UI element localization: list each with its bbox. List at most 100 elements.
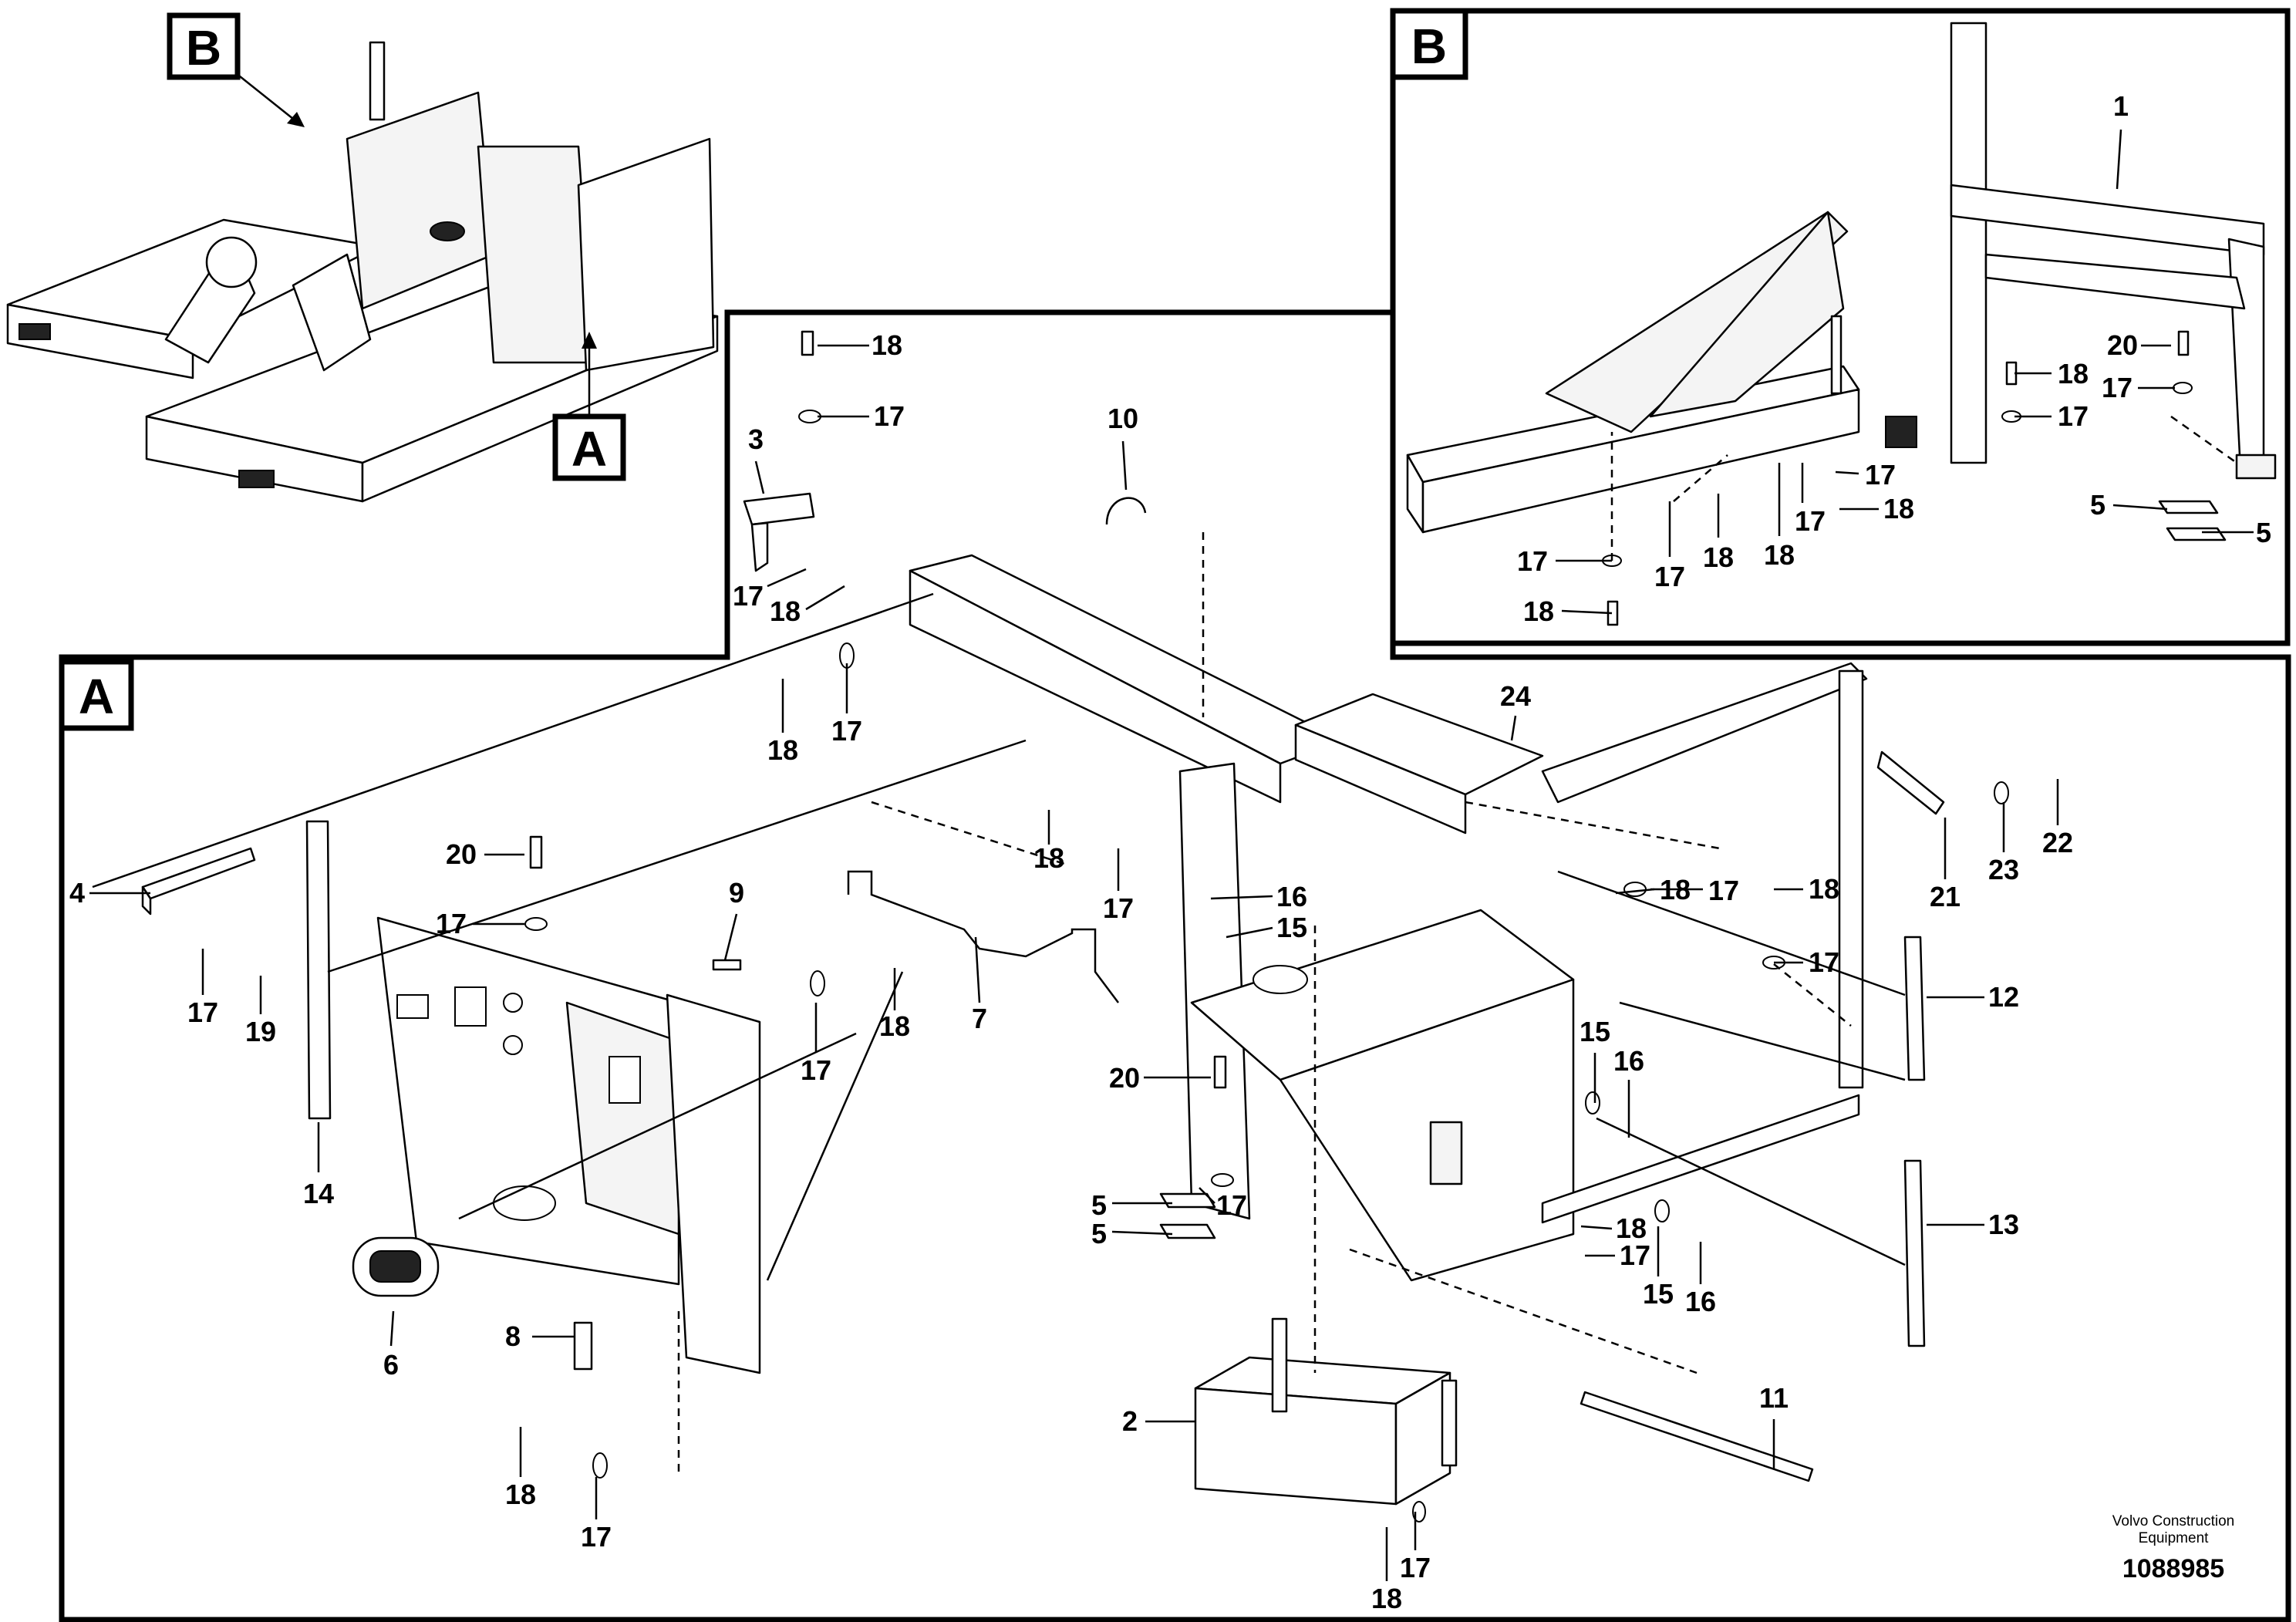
callout-number: 17 [1103, 892, 1134, 924]
callout-c-a-10: 10 [1108, 403, 1138, 491]
callout-number: 20 [446, 838, 477, 870]
callout-number: 9 [729, 877, 744, 909]
callout-c-a-22: 22 [2042, 779, 2073, 858]
callout-c-a-17f: 17 [187, 949, 218, 1028]
view-tag-b-detail [1390, 8, 1468, 80]
view-tag-b-detail-label: B [1411, 19, 1447, 74]
callout-number: 17 [187, 996, 218, 1028]
callout-c-a-16a: 16 [1210, 881, 1307, 912]
callout-number: 17 [1400, 1552, 1431, 1583]
part-2-flange-left [1271, 1317, 1288, 1413]
dashed-line-5 [1349, 1248, 1698, 1374]
washer-23 [1994, 781, 2009, 804]
callout-number: 19 [245, 1016, 276, 1047]
bolt-20-b [2177, 330, 2190, 356]
callout-c-a-14: 14 [303, 1122, 334, 1209]
callout-c-a-23: 23 [1988, 802, 2019, 885]
callout-c-b-18e: 18 [1523, 595, 1613, 627]
callout-number: 18 [1033, 842, 1064, 874]
callout-number: 1 [2113, 90, 2129, 122]
callout-c-a-18b: 18 [770, 585, 845, 627]
callout-c-a-17l: 17 [581, 1477, 612, 1553]
washer-15 [1654, 1199, 1670, 1222]
callout-number: 15 [1276, 912, 1307, 943]
part-1-post [1950, 22, 1988, 464]
plate-hole-1 [503, 993, 523, 1013]
callout-c-b-17e: 17 [1654, 501, 1685, 592]
main-frame-cutout [1253, 965, 1308, 994]
callout-c-a-18c: 18 [767, 679, 798, 766]
callout-c-a-17e: 17 [436, 908, 524, 939]
console-ramp [1545, 211, 1849, 433]
part-12-strip [1903, 936, 1926, 1081]
callout-number: 23 [1988, 854, 2019, 885]
assembly-line-4 [766, 971, 904, 1281]
main-frame-left-post [1178, 762, 1251, 1220]
leader-line [1510, 715, 1517, 741]
bolt-20-a [529, 835, 543, 869]
assembly-line-7 [1557, 870, 1906, 996]
callout-number: 17 [1517, 545, 1548, 577]
assembly-line-2 [327, 739, 1027, 973]
plate-cutout-2 [454, 986, 487, 1027]
callout-number: 5 [2256, 517, 2271, 548]
callout-c-a-18h: 18 [1580, 1212, 1647, 1244]
main-frame-panel [1279, 978, 1575, 1282]
callout-c-a-5a: 5 [1091, 1189, 1172, 1221]
assembly-line-1 [92, 592, 934, 889]
part-9-pin [712, 959, 742, 971]
callout-number: 16 [1276, 881, 1307, 912]
callout-c-a-18a: 18 [818, 329, 902, 361]
callout-c-b-5a: 5 [2090, 489, 2168, 521]
callout-c-a-7: 7 [972, 936, 987, 1034]
washer-17-a5 [592, 1452, 608, 1479]
credit-company-line1: Volvo Construction [2112, 1513, 2234, 1529]
washer-17-b2 [2173, 382, 2193, 394]
callout-number: 5 [1091, 1218, 1107, 1249]
callout-c-b-18d: 18 [1703, 494, 1734, 573]
callout-number: 5 [2090, 489, 2106, 521]
callout-number: 20 [1109, 1062, 1140, 1094]
callout-number: 12 [1988, 981, 2019, 1013]
callout-number: 18 [879, 1010, 910, 1042]
callout-number: 18 [505, 1479, 536, 1510]
part-1-foot [2235, 454, 2277, 480]
callout-c-a-18e: 18 [879, 968, 910, 1042]
part-7-wire [847, 870, 1119, 1003]
callout-c-b-20: 20 [2107, 329, 2171, 361]
washer-15-b [1585, 1091, 1600, 1114]
callout-number: 17 [2102, 372, 2132, 403]
callout-number: 7 [972, 1003, 987, 1034]
view-b-pointer-line [235, 73, 298, 123]
view-tag-b-overview: B [167, 12, 241, 80]
callout-c-a-17h: 17 [1199, 1187, 1247, 1221]
callout-c-a-15c: 15 [1643, 1226, 1674, 1310]
washer-17-a4 [810, 970, 825, 996]
leader-line [767, 568, 807, 588]
washer-17-a3 [524, 917, 548, 931]
callout-c-a-17b: 17 [733, 568, 807, 612]
callout-number: 18 [1616, 1212, 1647, 1244]
part-11-strip [1580, 1391, 1814, 1482]
callout-c-a-20a: 20 [446, 838, 524, 870]
callout-number: 18 [1371, 1583, 1402, 1614]
detail-view-b: B [1390, 8, 2291, 646]
callout-number: 18 [2058, 358, 2089, 389]
console-front [1421, 388, 1860, 534]
callout-c-a-24: 24 [1500, 680, 1531, 741]
part-1-beam [1950, 184, 2265, 256]
part-3-tab [750, 521, 769, 572]
main-frame-right-post [1838, 669, 1864, 1089]
callout-number: 17 [1809, 946, 1839, 978]
callout-number: 2 [1122, 1405, 1138, 1437]
plate-oval-opening [493, 1185, 556, 1221]
callout-c-b-17b: 17 [2014, 400, 2089, 432]
callout-c-b-1: 1 [2113, 90, 2129, 190]
callout-c-a-15b: 15 [1580, 1016, 1610, 1103]
main-frame-bottom-rail [1541, 1094, 1860, 1224]
leader-line [974, 936, 981, 1003]
view-a-arrowhead [582, 332, 597, 349]
callout-c-a-18d: 18 [1033, 810, 1064, 874]
